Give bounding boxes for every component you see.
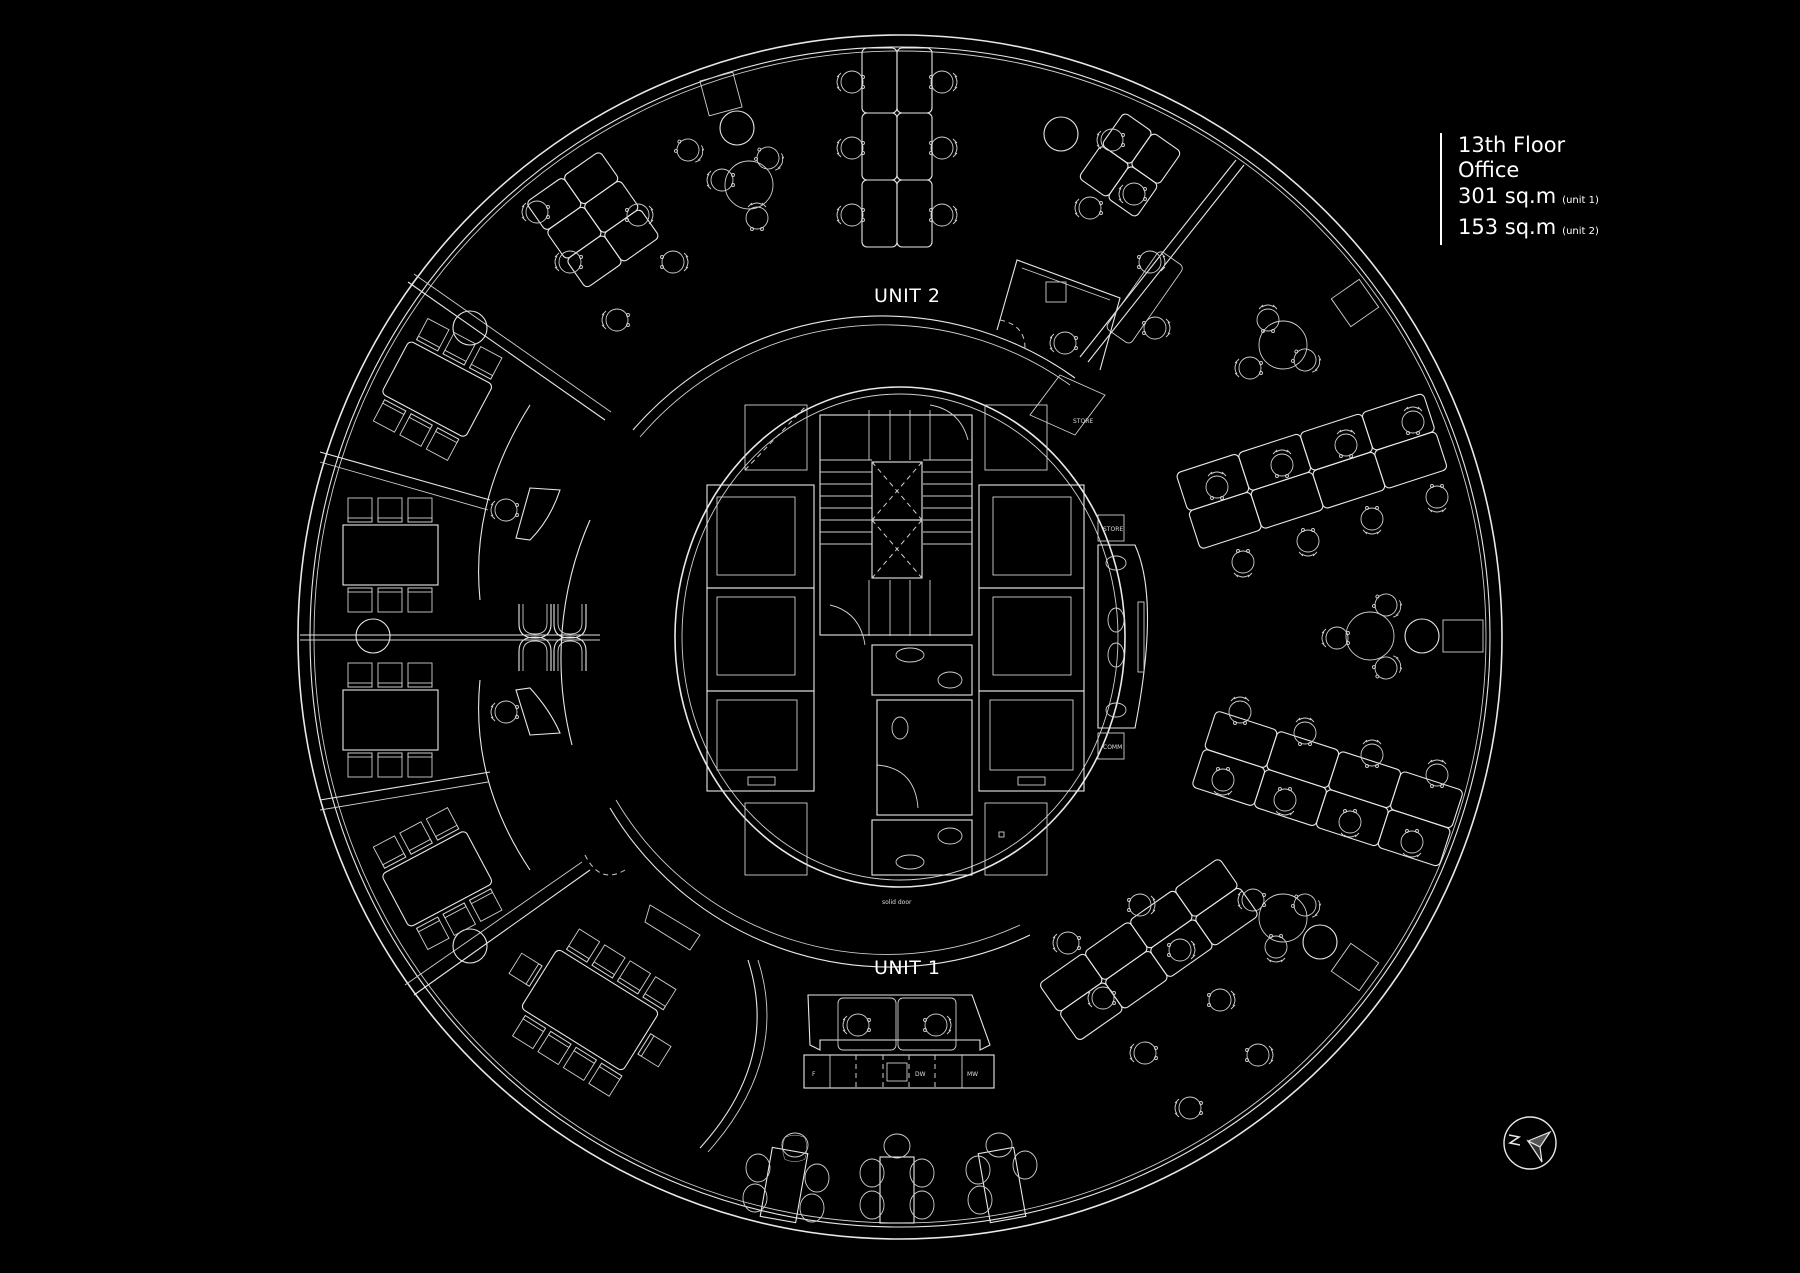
floor-info-panel: 13th Floor Office 301 sq.m (unit 1) 153 s… [1440, 133, 1599, 245]
store-label-ne: STORE [1073, 418, 1093, 425]
reception-area [490, 487, 701, 951]
floor-type: Office [1458, 158, 1520, 182]
area-unit-2: 153 sq.m (unit 2) [1458, 214, 1599, 245]
area-unit-1-size: 301 sq.m [1458, 184, 1557, 208]
unit-1-east-workstations [1040, 304, 1463, 1120]
north-letter [1507, 1134, 1522, 1146]
unit-2-workstations [521, 47, 1183, 355]
unit-2-label: UNIT 2 [874, 285, 940, 307]
microwave-label: MW [967, 1071, 978, 1078]
corridor-rings [560, 315, 1076, 968]
area-unit-2-name: (unit 2) [1562, 226, 1599, 237]
meeting-rooms [342, 318, 677, 1097]
unit-1-partitions [300, 273, 768, 1153]
area-unit-1: 301 sq.m (unit 1) [1458, 183, 1599, 214]
dishwasher-label: DW [915, 1071, 926, 1078]
riser-boxes [699, 71, 1484, 992]
store-label: STORE [1103, 526, 1123, 533]
building-core [674, 386, 1126, 888]
fridge-label: F [812, 1071, 816, 1078]
outer-facade [297, 34, 1503, 1240]
east-washroom: STORE COMM [1097, 514, 1149, 760]
unit-1-label: UNIT 1 [874, 957, 940, 979]
floor-title: 13th Floor [1458, 133, 1566, 157]
comm-label: COMM [1103, 744, 1122, 751]
south-booths [742, 1132, 1038, 1224]
solid-door-label: solid door [882, 899, 912, 906]
columns [355, 110, 1440, 964]
area-unit-2-size: 153 sq.m [1458, 215, 1557, 239]
unit-2-partitions [996, 159, 1245, 436]
pantry: F DW MW [803, 994, 995, 1089]
area-unit-1-name: (unit 1) [1562, 195, 1599, 206]
north-arrow-icon [1503, 1116, 1557, 1170]
